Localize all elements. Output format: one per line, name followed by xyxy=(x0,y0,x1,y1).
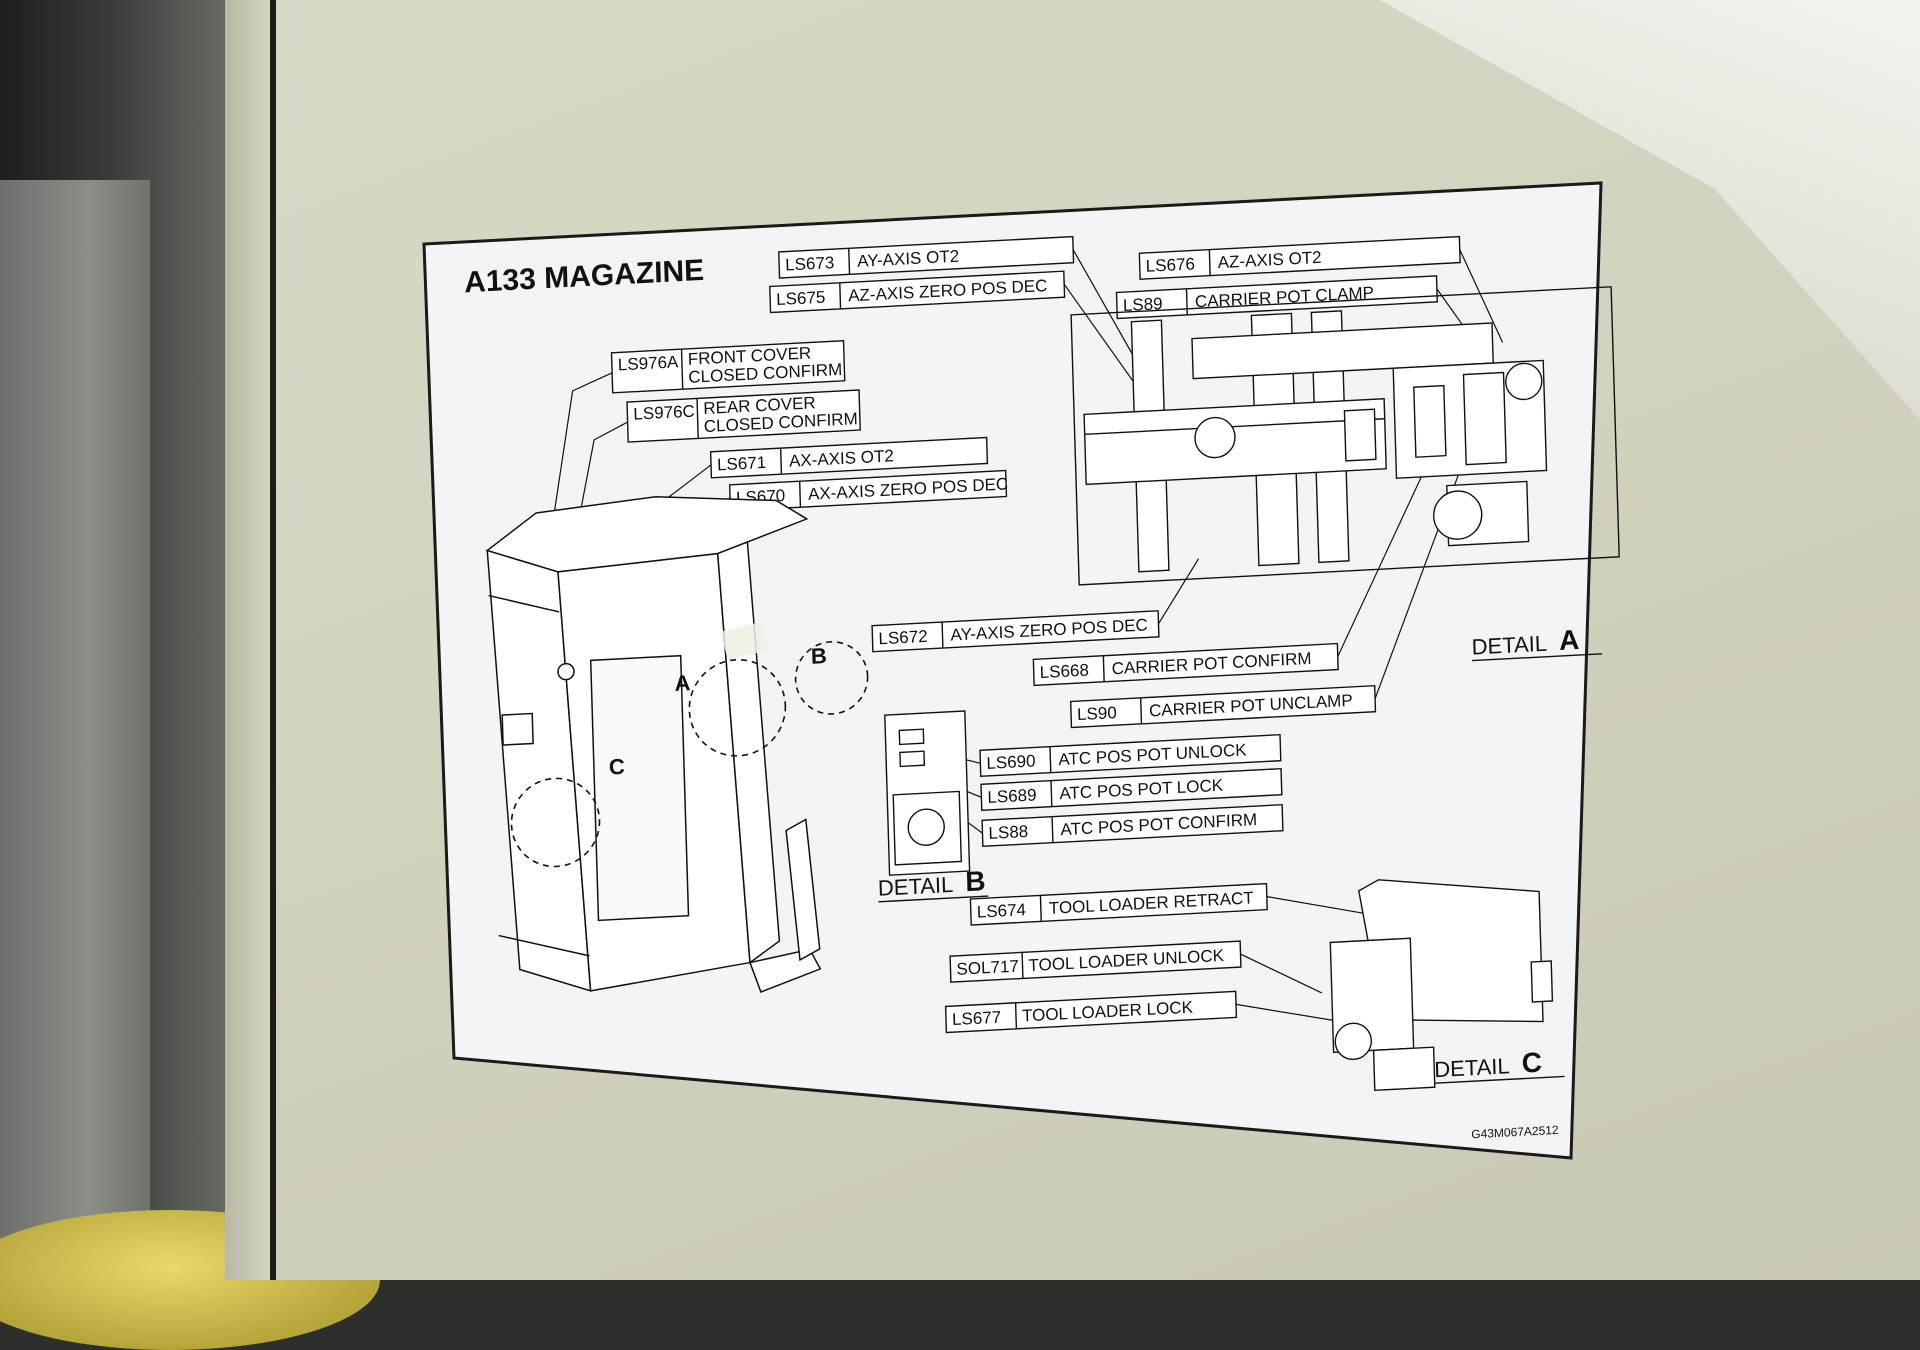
label-code: LS976A xyxy=(618,352,680,374)
tape-piece xyxy=(720,622,770,660)
label-code: LS675 xyxy=(776,288,826,310)
svg-text:DETAIL A: DETAIL A xyxy=(1471,624,1580,661)
label-code: LS976C xyxy=(633,402,695,424)
label-code: LS672 xyxy=(878,627,928,649)
cabinet-edge xyxy=(270,0,276,1280)
label-code: LS671 xyxy=(717,453,767,475)
label-ls674: LS674 TOOL LOADER RETRACT xyxy=(969,882,1268,926)
label-ls668: LS668 CARRIER POT CONFIRM xyxy=(1032,642,1339,687)
label-code: SOL717 xyxy=(956,957,1019,979)
label-code: LS677 xyxy=(952,1008,1002,1030)
label-ls976a: LS976A FRONT COVER CLOSED CONFIRM xyxy=(610,339,846,394)
label-sol717: SOL717 TOOL LOADER UNLOCK xyxy=(949,940,1242,983)
label-ls672: LS672 AY-AXIS ZERO POS DEC xyxy=(871,610,1160,653)
detail-b-prefix: DETAIL xyxy=(878,872,954,901)
label-code: LS88 xyxy=(988,822,1028,843)
label-code: LS673 xyxy=(785,253,835,275)
detail-b-letter: B xyxy=(965,865,986,897)
detail-a-letter: A xyxy=(1559,624,1580,656)
detail-c-prefix: DETAIL xyxy=(1434,1053,1510,1082)
magazine-machine-drawing xyxy=(485,495,822,994)
label-ls976c: LS976C REAR COVER CLOSED CONFIRM xyxy=(626,389,861,443)
svg-text:DETAIL B: DETAIL B xyxy=(877,865,986,902)
label-ls689: LS689 ATC POS POT LOCK xyxy=(980,767,1283,812)
detail-b-drawing xyxy=(884,710,971,876)
detail-a-heading: DETAIL A xyxy=(1471,624,1603,662)
label-ls690: LS690 ATC POS POT UNLOCK xyxy=(979,733,1282,778)
svg-text:DETAIL C: DETAIL C xyxy=(1434,1047,1543,1084)
detail-a-prefix: DETAIL xyxy=(1471,631,1547,660)
detail-b-heading: DETAIL B xyxy=(877,865,989,903)
callout-a: A xyxy=(674,670,691,696)
label-code: LS690 xyxy=(986,751,1036,773)
label-ls671: LS671 AX-AXIS OT2 xyxy=(709,436,989,479)
detail-c-drawing xyxy=(1329,879,1554,1092)
callout-c: C xyxy=(609,754,626,780)
background-pillar xyxy=(0,180,150,1280)
callout-b: B xyxy=(811,643,828,669)
label-code: LS674 xyxy=(977,900,1027,922)
label-code: LS89 xyxy=(1123,294,1163,315)
callout-letters: C A B xyxy=(609,643,828,780)
cabinet-side xyxy=(225,0,273,1280)
label-code: LS676 xyxy=(1145,254,1195,276)
detail-a-drawing xyxy=(1070,286,1620,586)
label-ls88: LS88 ATC POS POT CONFIRM xyxy=(981,803,1284,848)
label-code: LS668 xyxy=(1039,661,1089,683)
label-code: LS689 xyxy=(987,785,1037,807)
label-ls673: LS673 AY-AXIS OT2 xyxy=(778,235,1075,279)
callout-circles xyxy=(510,641,869,868)
placard: A133 MAGAZINE LS673 AY-AXIS OT2 LS675 AZ… xyxy=(422,181,1620,1160)
detail-c-letter: C xyxy=(1521,1047,1542,1079)
label-code: LS90 xyxy=(1077,703,1117,724)
label-ls675: LS675 AZ-AXIS ZERO POS DEC xyxy=(769,270,1066,314)
label-ls676: LS676 AZ-AXIS OT2 xyxy=(1138,235,1461,280)
detail-c-heading: DETAIL C xyxy=(1434,1047,1565,1084)
label-ls677: LS677 TOOL LOADER LOCK xyxy=(944,990,1238,1034)
drawing-code: G43M067A2512 xyxy=(1471,1123,1559,1142)
